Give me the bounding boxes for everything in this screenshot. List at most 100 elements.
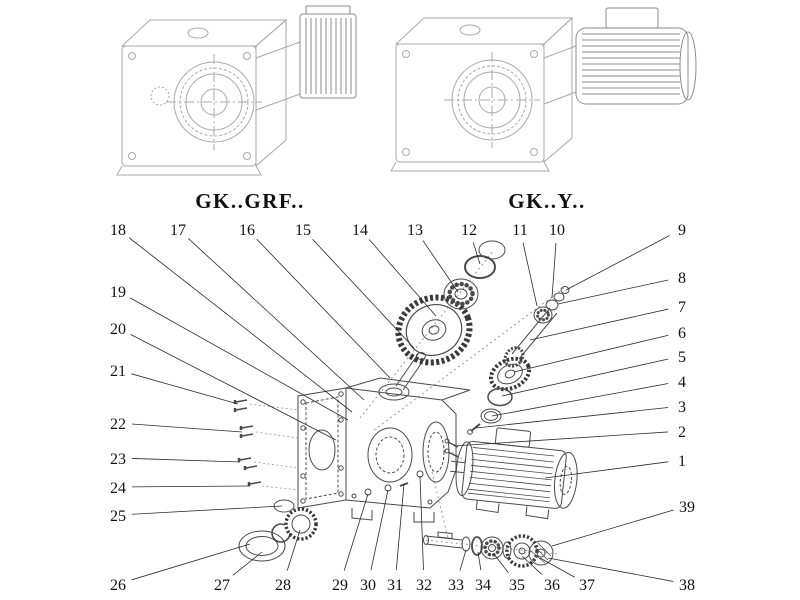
part-label-32: 32 (416, 577, 432, 594)
part-label-21: 21 (110, 363, 126, 380)
part-label-2: 2 (678, 424, 686, 441)
shim-rings (467, 387, 513, 435)
part-label-14: 14 (352, 222, 368, 239)
exploded-view (233, 240, 578, 568)
part-label-11: 11 (512, 222, 527, 239)
leader-line-36 (521, 555, 543, 575)
part-label-29: 29 (332, 577, 348, 594)
ring-gear (284, 507, 318, 541)
bevel-gear (488, 356, 532, 392)
part-label-6: 6 (678, 325, 686, 342)
leader-line-12 (472, 242, 481, 265)
leader-line-17 (188, 238, 365, 401)
leader-line-8 (557, 279, 669, 305)
leader-line-22 (131, 423, 243, 433)
snap-ring (271, 523, 291, 543)
part-label-13: 13 (407, 222, 423, 239)
taper-bearing (443, 278, 479, 310)
part-label-4: 4 (678, 374, 686, 391)
leader-line-1 (544, 461, 669, 479)
motor-exploded (450, 427, 578, 520)
part-label-33: 33 (448, 577, 464, 594)
leader-line-9 (565, 235, 670, 291)
end-cover (273, 499, 295, 513)
part-label-30: 30 (360, 577, 376, 594)
part-label-31: 31 (387, 577, 403, 594)
part-label-36: 36 (544, 577, 560, 594)
assembly-axis-lines (359, 249, 565, 555)
leader-line-3 (475, 407, 669, 429)
leader-line-2 (453, 431, 669, 447)
leader-line-23 (131, 458, 241, 463)
leader-line-39 (551, 509, 674, 547)
part-label-12: 12 (461, 222, 477, 239)
leader-line-20 (130, 334, 337, 441)
part-label-10: 10 (549, 222, 565, 239)
input-adapter-fins (299, 5, 357, 99)
model-label-gk-grf: GK..GRF.. (195, 189, 305, 213)
part-label-34: 34 (475, 577, 491, 594)
leader-line-34 (477, 551, 482, 571)
model-label-gk-y: GK..Y.. (508, 189, 585, 213)
motor-assembled (575, 7, 697, 105)
part-label-18: 18 (110, 222, 126, 239)
part-label-38: 38 (679, 577, 695, 594)
leader-line-29 (343, 493, 369, 571)
assembled-unit-gk-grf (116, 5, 357, 176)
motor-studs (444, 438, 459, 458)
leader-line-5 (501, 358, 669, 397)
part-label-19: 19 (110, 284, 126, 301)
part-label-24: 24 (110, 480, 126, 497)
flange-screws (233, 399, 299, 491)
leader-line-14 (368, 239, 437, 317)
part-label-22: 22 (110, 416, 126, 433)
leader-line-37 (539, 557, 575, 578)
output-shaft-assembly (423, 531, 554, 568)
leader-line-13 (422, 240, 459, 293)
leader-line-38 (547, 557, 674, 582)
leader-line-32 (419, 475, 424, 571)
part-label-39: 39 (679, 499, 695, 516)
leader-line-15 (312, 238, 415, 349)
leader-line-21 (131, 373, 239, 405)
leader-line-6 (513, 334, 669, 373)
part-label-20: 20 (110, 321, 126, 338)
leader-line-35 (493, 553, 509, 574)
part-label-9: 9 (678, 222, 686, 239)
part-label-27: 27 (214, 577, 230, 594)
leader-line-28 (286, 529, 301, 571)
part-label-16: 16 (239, 222, 255, 239)
leader-line-27 (232, 551, 263, 576)
gear-housing (345, 377, 471, 523)
part-label-1: 1 (678, 453, 686, 470)
part-label-8: 8 (678, 270, 686, 287)
leader-line-19 (130, 297, 349, 421)
part-label-26: 26 (110, 577, 126, 594)
part-label-35: 35 (509, 577, 525, 594)
leader-line-4 (491, 383, 669, 417)
leader-line-33 (459, 549, 467, 571)
flange-plate (297, 387, 347, 509)
leader-line-7 (529, 308, 669, 341)
assembled-unit-gk-y (390, 7, 697, 172)
leader-line-26 (131, 543, 251, 581)
part-label-25: 25 (110, 508, 126, 525)
retaining-rings (464, 240, 506, 279)
leader-line-25 (131, 505, 283, 515)
part-label-37: 37 (579, 577, 595, 594)
cover-shim-ring (238, 530, 286, 562)
part-label-23: 23 (110, 451, 126, 468)
leader-line-31 (395, 483, 405, 571)
helical-gear (395, 294, 473, 366)
part-label-15: 15 (295, 222, 311, 239)
pinion-shaft-assembly (503, 286, 570, 368)
part-label-28: 28 (275, 577, 291, 594)
part-label-5: 5 (678, 349, 686, 366)
leader-line-18 (128, 237, 353, 413)
leader-line-16 (256, 238, 391, 379)
part-label-3: 3 (678, 399, 686, 416)
part-label-7: 7 (678, 299, 686, 316)
